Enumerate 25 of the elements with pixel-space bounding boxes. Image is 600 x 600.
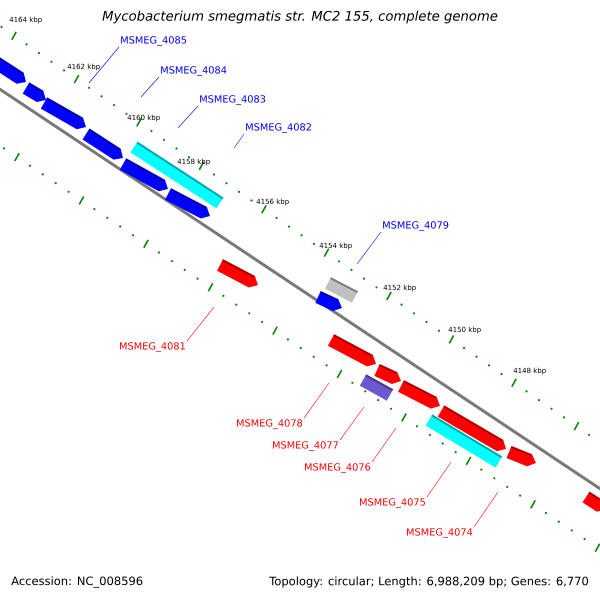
- gene-label: MSMEG_4081: [120, 342, 185, 352]
- gene-label: MSMEG_4077: [273, 441, 338, 451]
- leader-line: [234, 134, 244, 148]
- gene-label: MSMEG_4078: [237, 419, 302, 429]
- footer-text: Accession: NC_008596: [11, 576, 142, 588]
- gene-label: MSMEG_4074: [407, 528, 472, 538]
- leader-line: [304, 382, 330, 418]
- gene-label: MSMEG_4084: [161, 66, 226, 76]
- footer-text: Topology: circular; Length: 6,988,209 bp; Genes: 6,770: [269, 576, 588, 588]
- leader-line: [140, 76, 160, 98]
- gene-label: MSMEG_4085: [121, 36, 186, 46]
- leader-line: [372, 428, 396, 462]
- leader-line: [178, 106, 198, 128]
- leader-line: [88, 46, 120, 84]
- title: Mycobacterium smegmatis str. MC2 155, complete genome: [102, 10, 498, 24]
- gene-label: MSMEG_4079: [383, 221, 448, 231]
- gene-label: MSMEG_4075: [360, 498, 425, 508]
- gene-label: MSMEG_4076: [305, 463, 370, 473]
- gene-label: MSMEG_4082: [246, 123, 311, 133]
- leader-line: [356, 232, 382, 264]
- leader-line: [186, 306, 214, 342]
- leader-line: [474, 492, 498, 528]
- gene-label: MSMEG_4083: [200, 95, 266, 105]
- leader-line: [340, 406, 364, 440]
- leader-line: [426, 462, 452, 498]
